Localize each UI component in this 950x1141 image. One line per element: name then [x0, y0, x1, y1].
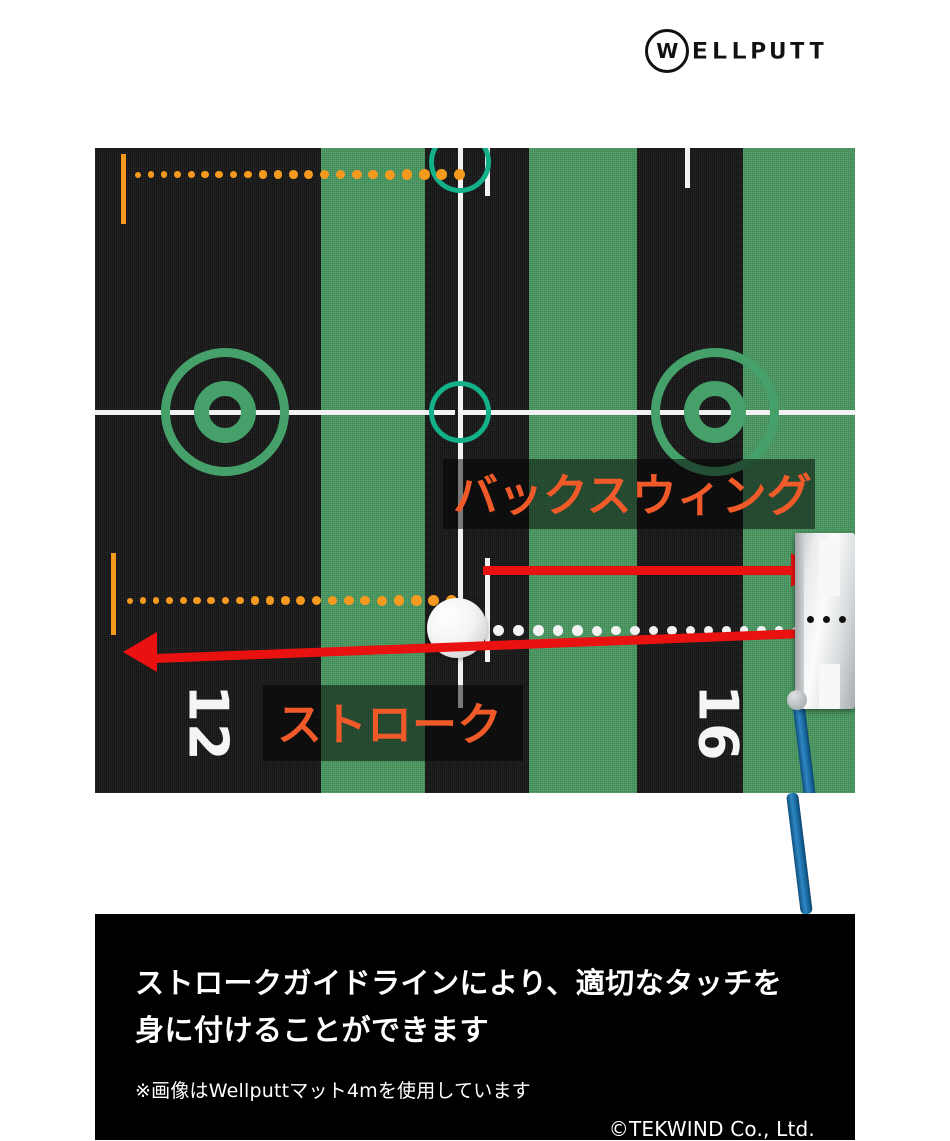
- putter-hosel: [787, 690, 807, 710]
- guide-dot: [591, 625, 602, 636]
- guide-dot: [572, 625, 583, 636]
- putting-mat-photo: 12 16 バックスウィング ストローク: [95, 148, 855, 793]
- putter-head-slot-bottom: [819, 664, 840, 709]
- guide-dot: [312, 595, 322, 606]
- guide-dot: [352, 169, 362, 180]
- mat-distance-number-left: 12: [176, 684, 240, 762]
- guide-dot: [428, 595, 440, 606]
- caption-panel: ストロークガイドラインにより、適切なタッチを 身に付けることができます ※画像は…: [95, 914, 855, 1141]
- guide-dot: [160, 171, 168, 178]
- guide-dot: [377, 595, 388, 606]
- guide-dot: [193, 596, 201, 605]
- guide-dot: [685, 625, 695, 636]
- guide-dot: [244, 170, 253, 179]
- guide-dot: [139, 597, 146, 604]
- guide-dot: [221, 596, 230, 605]
- putter-alignment-dot: [823, 616, 830, 623]
- guide-dot: [179, 597, 187, 604]
- guide-dot: [207, 596, 215, 605]
- guide-dot: [453, 169, 465, 180]
- guide-dot: [265, 596, 275, 605]
- guide-dot: [419, 169, 430, 180]
- target-ring-inner-right: [684, 381, 746, 443]
- stroke-caption: ストローク: [277, 698, 503, 751]
- caption-headline-line1: ストロークガイドラインにより、適切なタッチを: [135, 966, 783, 1000]
- guide-dot: [215, 170, 223, 179]
- putter-alignment-dot: [807, 616, 814, 623]
- brand-mark-glyph: W: [656, 39, 678, 63]
- target-ring-inner-left: [194, 381, 256, 443]
- teal-target-circle-top: [429, 148, 491, 193]
- backswing-caption: バックスウィング: [453, 469, 812, 522]
- guide-dot: [280, 596, 290, 605]
- guide-dot: [288, 170, 298, 179]
- teal-target-circle-center: [429, 381, 491, 443]
- circled-w-icon: W: [644, 29, 689, 73]
- stroke-caption-scrim: [263, 685, 523, 761]
- guide-dot: [296, 596, 306, 605]
- guide-dot: [648, 625, 659, 636]
- orange-dotted-guide-top: [135, 169, 465, 180]
- guide-dot: [174, 171, 181, 178]
- guide-dot: [250, 596, 259, 605]
- putter-alignment-dots: [807, 616, 846, 623]
- guide-dot: [360, 595, 371, 606]
- guide-dot: [229, 170, 238, 179]
- backswing-caption-scrim: [443, 459, 815, 529]
- guide-dot: [201, 170, 209, 179]
- caption-headline-line2: 身に付けることができます: [135, 1012, 490, 1047]
- guide-dot: [147, 171, 154, 178]
- guide-dot: [533, 625, 544, 636]
- guide-dot: [152, 597, 160, 604]
- putter-shaft-extension: [786, 792, 813, 915]
- guide-dot: [273, 170, 283, 179]
- caption-copyright: ©TEKWIND Co., Ltd.: [608, 1116, 815, 1141]
- guide-dot: [344, 595, 354, 606]
- caption-headline: ストロークガイドラインにより、適切なタッチを 身に付けることができます: [135, 960, 815, 1054]
- guide-dot: [610, 625, 621, 636]
- guide-dot: [127, 597, 133, 604]
- guide-dot: [166, 597, 173, 604]
- guide-dot: [236, 596, 245, 605]
- orange-dotted-guide-lower: [127, 595, 457, 606]
- guide-dot: [552, 625, 564, 636]
- stroke-arrow-head: [123, 632, 157, 672]
- guide-dot: [513, 625, 524, 636]
- guide-dot: [135, 171, 141, 178]
- orange-tick-mark-lower: [111, 553, 116, 635]
- guide-dot: [304, 170, 314, 179]
- putter-head-slot-top: [819, 539, 840, 596]
- guide-dot: [187, 171, 195, 178]
- guide-dot: [368, 169, 379, 180]
- guide-dot: [401, 169, 413, 180]
- putter-alignment-dot: [839, 616, 846, 623]
- guide-dot: [335, 169, 346, 180]
- guide-dot: [327, 595, 338, 606]
- guide-dot: [493, 625, 504, 636]
- guide-dot: [667, 625, 677, 636]
- guide-dot: [703, 626, 713, 635]
- orange-tick-mark-top: [121, 154, 126, 224]
- putter-head-edge: [795, 533, 804, 709]
- caption-note: ※画像はWellputtマット4mを使用しています: [135, 1079, 531, 1102]
- brand-wordmark: ELLPUTT: [691, 38, 828, 64]
- guide-dot: [436, 169, 448, 180]
- vertical-tick-mark: [685, 148, 690, 188]
- putter-head: [795, 533, 855, 709]
- mat-distance-number-right: 16: [686, 684, 750, 762]
- guide-dot: [385, 169, 396, 180]
- guide-dot: [722, 626, 731, 635]
- target-ring-outer-left: [161, 348, 289, 476]
- vertical-tick-mark: [485, 558, 490, 662]
- guide-dot: [411, 595, 422, 606]
- backswing-arrow-shaft: [483, 566, 793, 575]
- guide-dot: [258, 170, 267, 179]
- guide-dot: [629, 625, 640, 636]
- guide-dot: [393, 595, 405, 606]
- brand-logo: W ELLPUTT: [644, 28, 828, 74]
- guide-dot: [320, 169, 330, 180]
